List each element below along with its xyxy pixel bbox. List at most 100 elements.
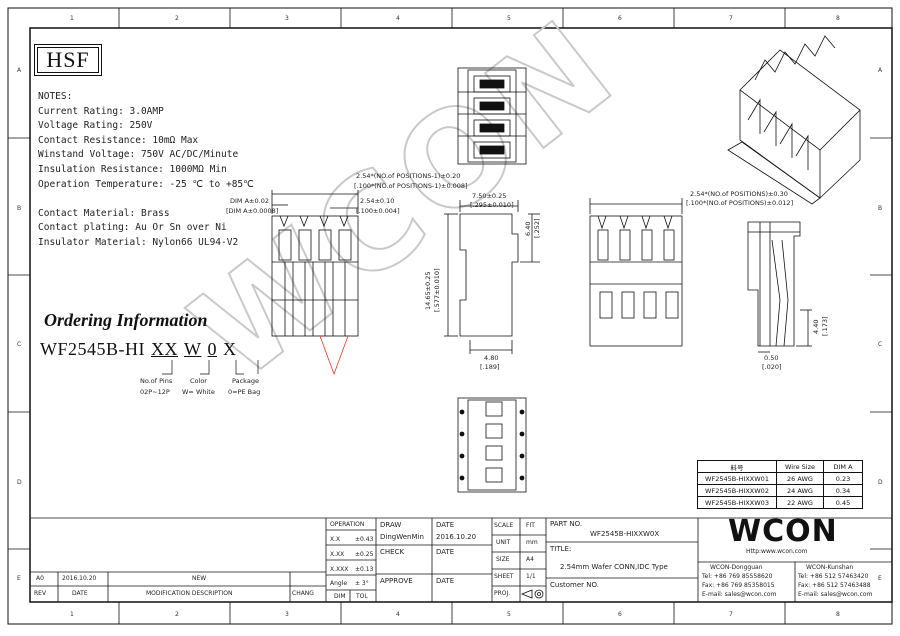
tb-tol2-val: ±0.25 bbox=[355, 551, 374, 558]
svg-text:C: C bbox=[878, 341, 882, 348]
note-line: Contact plating: Au Or Sn over Ni bbox=[38, 222, 227, 234]
note-line: Contact Resistance: 10mΩ Max bbox=[38, 134, 199, 146]
svg-text:8: 8 bbox=[836, 611, 840, 618]
tb-tol: TOL bbox=[356, 593, 368, 600]
dim-section-height: 4.40 bbox=[812, 319, 820, 334]
table-cell: 0.45 bbox=[823, 496, 863, 509]
tb-unit-value: mm bbox=[526, 539, 538, 546]
rear-view bbox=[589, 198, 683, 347]
rev-header: REV bbox=[34, 590, 47, 597]
company-ks-fax: Fax: +86 512 57463488 bbox=[798, 582, 871, 589]
table-header: Wire Size bbox=[776, 460, 824, 473]
svg-text:E: E bbox=[878, 575, 882, 582]
pn-prefix: WF2545B-HI bbox=[40, 339, 145, 359]
company-dg-fax: Fax: +86 769 85358015 bbox=[702, 582, 775, 589]
table-row: WF2545B-HIXXW03 22 AWG 0.45 bbox=[697, 496, 863, 509]
svg-text:6: 6 bbox=[618, 15, 622, 22]
dim-pitch-total: 2.54*(NO.of POSITIONS-1)±0.20 bbox=[356, 172, 461, 180]
svg-text:D: D bbox=[878, 479, 883, 486]
table-cell: 24 AWG bbox=[776, 484, 824, 497]
svg-text:3: 3 bbox=[285, 611, 289, 618]
company-dg-tel: Tel: +86 769 85558620 bbox=[702, 573, 773, 580]
dim-thickness: 0.50 bbox=[764, 354, 779, 362]
top-view-upper bbox=[457, 67, 527, 165]
lbl-package-value: 0=PE Bag bbox=[228, 388, 261, 396]
tb-size-value: A4 bbox=[526, 556, 534, 563]
svg-text:5: 5 bbox=[507, 15, 511, 22]
rev-desc: NEW bbox=[192, 575, 207, 582]
wcon-logo: WCON bbox=[728, 514, 838, 549]
table-cell: WF2545B-HIXXW03 bbox=[697, 496, 777, 509]
ordering-leaders bbox=[162, 360, 259, 375]
tb-draw-label: DRAW bbox=[380, 521, 402, 529]
tb-approve-label: APPROVE bbox=[380, 577, 413, 585]
tb-partno-label: PART NO. bbox=[550, 520, 583, 528]
company-dg: WCON-Dongguan bbox=[710, 564, 763, 571]
table-row: WF2545B-HIXXW01 26 AWG 0.23 bbox=[697, 472, 863, 485]
notes-block: NOTES: Current Rating: 3.0AMP Voltage Ra… bbox=[38, 90, 254, 251]
tb-drawer: DingWenMin bbox=[380, 533, 424, 541]
dim-a-inch: [DIM A±0.0008] bbox=[226, 207, 279, 215]
tb-operation: OPERATION bbox=[330, 521, 365, 528]
dim-base-inch: [.189] bbox=[480, 363, 500, 371]
tb-sheet-label: SHEET bbox=[494, 573, 514, 580]
tb-size-label: SIZE bbox=[496, 556, 510, 563]
lbl-pins-range: 02P~12P bbox=[140, 388, 170, 396]
table-cell: 0.23 bbox=[823, 472, 863, 485]
tb-proj-label: PROJ. bbox=[494, 590, 511, 597]
tb-tol1-key: X.X bbox=[330, 536, 341, 543]
note-line: Contact Material: Brass bbox=[38, 207, 170, 219]
svg-text:1: 1 bbox=[70, 611, 74, 618]
tb-date-label-3: DATE bbox=[436, 577, 455, 585]
svg-text:B: B bbox=[878, 205, 882, 212]
section-view bbox=[747, 221, 812, 353]
tb-scale-label: SCALE bbox=[494, 522, 514, 529]
svg-text:D: D bbox=[17, 479, 22, 486]
svg-text:8: 8 bbox=[836, 15, 840, 22]
note-line: Voltage Rating: 250V bbox=[38, 120, 153, 132]
table-cell: 22 AWG bbox=[776, 496, 824, 509]
hsf-logo-box: HSF bbox=[34, 44, 102, 76]
svg-text:E: E bbox=[17, 575, 21, 582]
svg-text:7: 7 bbox=[729, 15, 733, 22]
dim-rear-total: 2.54*(NO.of POSITIONS)±0.30 bbox=[690, 190, 788, 198]
svg-text:5: 5 bbox=[507, 611, 511, 618]
svg-text:6: 6 bbox=[618, 611, 622, 618]
dim-height: 14.65±0.25 bbox=[424, 271, 432, 310]
company-dg-mail: E-mail: sales@wcon.com bbox=[702, 591, 777, 598]
tb-customer-label: Customer NO. bbox=[550, 581, 599, 589]
side-view bbox=[444, 200, 540, 354]
wire-size-table: 料号 Wire Size DIM A WF2545B-HIXXW01 26 AW… bbox=[697, 460, 863, 509]
dim-section-height-inch: [.173] bbox=[821, 316, 829, 336]
chang-header: CHANG bbox=[292, 590, 314, 597]
table-cell: 26 AWG bbox=[776, 472, 824, 485]
title-block-lines bbox=[30, 517, 892, 603]
tb-tol3-key: X.XXX bbox=[330, 566, 349, 573]
table-cell: WF2545B-HIXXW01 bbox=[697, 472, 777, 485]
tb-sheet-value: 1/1 bbox=[526, 573, 536, 580]
zone-ticks bbox=[8, 8, 892, 624]
tb-check-label: CHECK bbox=[380, 548, 405, 556]
pn-code-pins: XX bbox=[151, 339, 178, 359]
dim-base: 4.80 bbox=[484, 354, 499, 362]
svg-text:7: 7 bbox=[729, 611, 733, 618]
date-header: DATE bbox=[72, 590, 88, 597]
pn-code-color: W bbox=[184, 339, 202, 359]
dim-width-inch: [.295±0.010] bbox=[470, 201, 514, 209]
tb-title-value: 2.54mm Wafer CONN,IDC Type bbox=[560, 563, 668, 571]
note-line: Insulation Resistance: 1000MΩ Min bbox=[38, 163, 227, 175]
notes-heading: NOTES: bbox=[38, 91, 73, 102]
svg-text:1: 1 bbox=[70, 15, 74, 22]
svg-text:2: 2 bbox=[175, 15, 179, 22]
dim-rear-total-inch: [.100*(NO.of POSITIONS)±0.012] bbox=[686, 199, 794, 207]
svg-text:A: A bbox=[17, 67, 22, 74]
pn-code-package: 0 bbox=[207, 339, 217, 359]
tb-scale-value: FIT bbox=[526, 522, 535, 529]
company-web: Http:www.wcon.com bbox=[746, 548, 808, 555]
ordering-title: Ordering Information bbox=[44, 310, 208, 330]
lbl-pins: No.of Pins bbox=[140, 377, 173, 385]
bottom-view-lower bbox=[457, 397, 527, 493]
